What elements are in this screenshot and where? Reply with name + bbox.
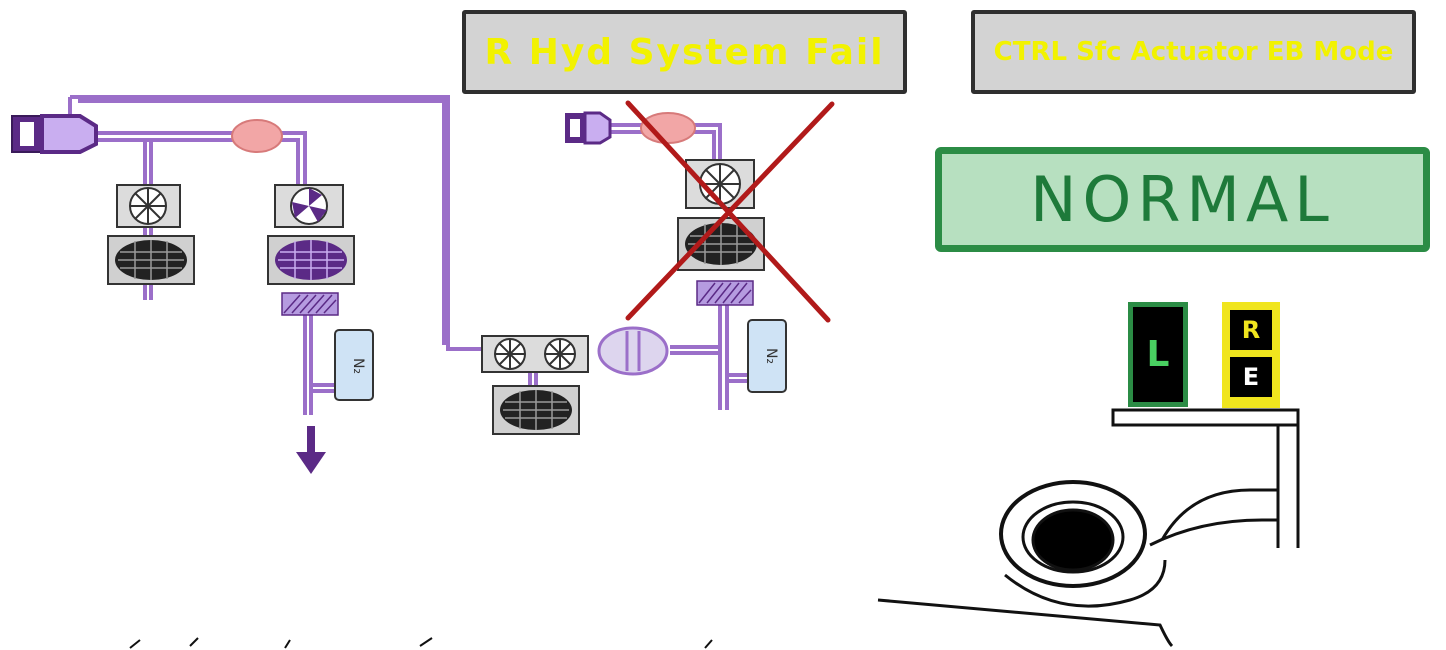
r-hyd-system-fail-message: R Hyd System Fail <box>462 10 907 94</box>
failure-cross-icon <box>625 100 835 323</box>
svg-text:N₂: N₂ <box>763 348 779 364</box>
reservoir-left <box>11 114 98 154</box>
sidestick-sketch <box>877 480 1278 648</box>
pump-unit-3 <box>481 335 589 435</box>
svg-text:N₂: N₂ <box>350 358 366 374</box>
switch-right-re[interactable]: R E <box>1222 302 1280 408</box>
glareshield-panel <box>1111 408 1300 548</box>
reservoir-right <box>565 111 612 145</box>
pump-unit-4 <box>677 159 765 306</box>
switch-right-r-label: R <box>1230 310 1272 350</box>
switch-left-l[interactable]: L <box>1128 302 1188 407</box>
pump-unit-2 <box>267 184 355 316</box>
page-bottom-fragment <box>129 637 713 649</box>
ctrl-sfc-actuator-eb-mode-message: CTRL Sfc Actuator EB Mode <box>971 10 1416 94</box>
accumulator-icon: N₂ <box>747 319 787 393</box>
switch-right-e-label: E <box>1230 357 1272 397</box>
pump-unit-1 <box>107 184 195 285</box>
mode-status-display: NORMAL <box>935 147 1430 252</box>
valve-icon <box>231 119 283 153</box>
valve-icon <box>597 326 669 376</box>
accumulator-icon: N₂ <box>334 329 374 401</box>
down-arrow-icon <box>296 426 326 474</box>
